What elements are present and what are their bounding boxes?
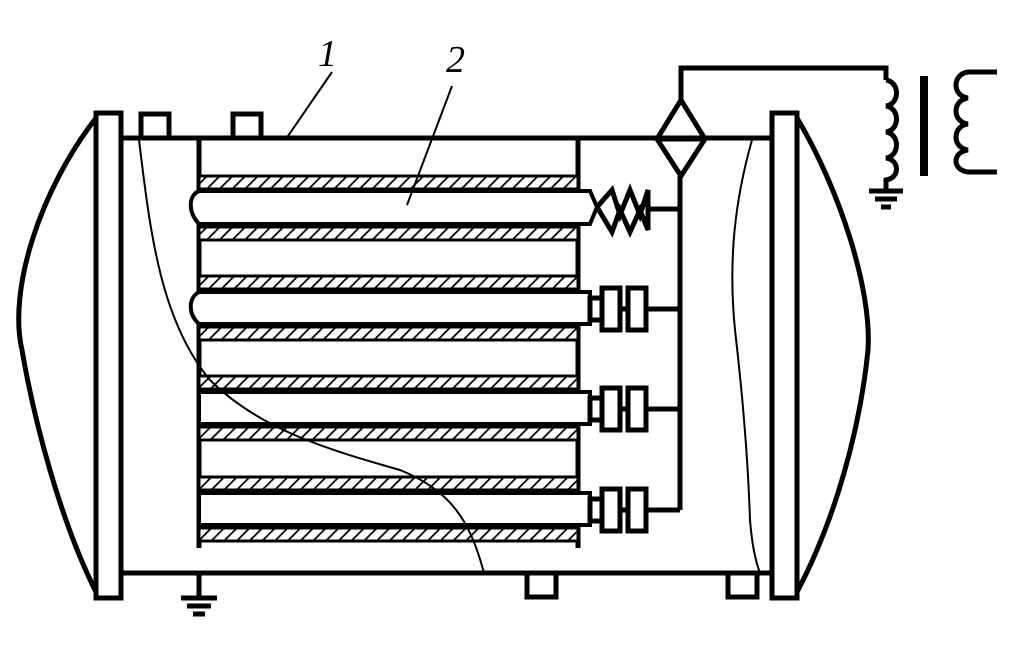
transformer-ground-icon <box>869 186 903 210</box>
electrode-rod <box>197 390 592 426</box>
plate <box>197 526 580 543</box>
transformer-coil-right <box>953 69 997 175</box>
cutaway-curve-right <box>731 139 761 574</box>
electrode-rod <box>197 491 592 527</box>
plate <box>197 174 580 191</box>
rectifier-bridge-icon <box>654 95 708 181</box>
housing-ground-icon <box>181 573 217 617</box>
electrode-rod <box>188 290 592 326</box>
supply-wire <box>678 65 889 100</box>
label-channel: 2 <box>446 39 465 81</box>
plate <box>197 374 580 391</box>
plate <box>197 274 580 291</box>
right-end-cap <box>794 116 871 594</box>
transformer-coil-left <box>883 77 899 186</box>
plate <box>197 225 580 242</box>
plate <box>197 425 580 442</box>
bottom-support-left <box>524 573 559 600</box>
spring-connector <box>594 183 651 239</box>
left-flange <box>93 110 124 601</box>
top-support-right <box>230 111 264 138</box>
plate <box>197 325 580 342</box>
insulator-connector <box>587 385 680 433</box>
cutaway-curve-left <box>138 139 485 574</box>
insulator-connector <box>587 285 680 333</box>
left-end-cap <box>16 116 99 594</box>
label-housing: 1 <box>318 33 337 75</box>
electrode-rods <box>188 189 600 527</box>
bottom-support-right <box>725 573 760 600</box>
top-support-left <box>138 111 172 138</box>
right-flange <box>769 110 800 601</box>
plate-stack <box>197 174 580 543</box>
plate <box>197 475 580 492</box>
label-1-leader <box>287 71 333 137</box>
electrode-rod <box>188 189 600 226</box>
label-2-leader <box>406 85 453 206</box>
insulator-connector <box>587 486 680 534</box>
